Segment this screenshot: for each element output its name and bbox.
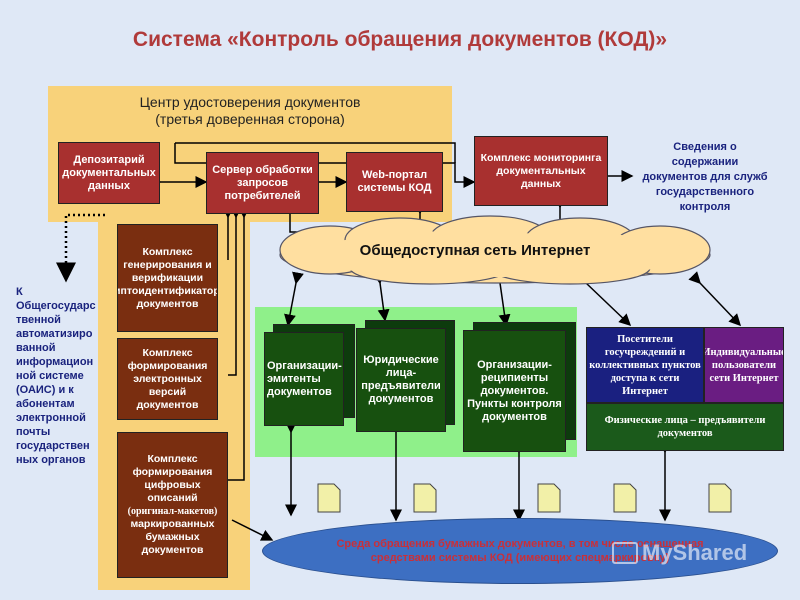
portal-box: Web-портал системы КОД [346,152,443,212]
page-title: Система «Контроль обращения документов (… [132,28,668,51]
issuers-box: Организации-эмитенты документов [264,332,344,426]
center-label-line2: (третья доверенная сторона) [155,111,345,127]
electronic-complex-box: Комплекс формирования электронных версий… [117,338,218,420]
document-icon [613,483,637,513]
cloud-label: Общедоступная сеть Интернет [359,242,591,259]
legal-box: Юридические лица-предъявители документов [356,328,446,432]
digital-complex-line2: (оригинал-макетов) [127,506,218,517]
paper-environment: Среда обращения бумажных документов, в т… [262,518,778,584]
server-label: Сервер обработки запросов потребителей [212,163,313,202]
depositary-label: Депозитарий документальных данных [62,153,156,192]
digital-complex-line3: маркированных бумажных документов [130,518,215,556]
legal-label: Юридические лица-предъявители документов [361,354,441,405]
paper-environment-label: Среда обращения бумажных документов, в т… [336,538,704,564]
server-box: Сервер обработки запросов потребителей [206,152,319,214]
document-icon [317,483,341,513]
document-icon [708,483,732,513]
document-icon [413,483,437,513]
recipients-label: Организации-реципиенты документов. Пункт… [467,358,562,423]
center-label: Центр удостоверения документов (третья д… [60,94,440,128]
physical-box: Физические лица – предъявители документо… [586,403,784,451]
portal-label: Web-портал системы КОД [357,169,432,194]
watermark-text: MyShared [642,540,748,565]
crypto-complex-box: Комплекс генерирования и верификации кри… [117,224,218,332]
monitoring-label: Комплекс мониторинга документальных данн… [480,151,602,190]
digital-complex-box: Комплекс формирования цифровых описаний … [117,432,228,578]
visitors-label: Посетители госучреждений и коллективных … [589,333,701,397]
recipients-box: Организации-реципиенты документов. Пункт… [463,330,566,452]
visitors-box: Посетители госучреждений и коллективных … [586,327,704,403]
watermark-icon [612,542,638,564]
electronic-complex-label: Комплекс формирования электронных версий… [127,346,208,411]
crypto-complex-label: Комплекс генерирования и верификации кри… [118,245,217,310]
center-label-line1: Центр удостоверения документов [139,94,361,110]
physical-label: Физические лица – предъявители документо… [604,415,766,439]
depositary-box: Депозитарий документальных данных [58,142,160,204]
monitoring-box: Комплекс мониторинга документальных данн… [474,136,608,206]
individual-label: Индивидуальные пользователи сети Интерне… [704,346,784,384]
issuers-label: Организации-эмитенты документов [267,359,342,398]
left-note: К Общегосударственной автоматизированной… [16,286,96,466]
individual-box: Индивидуальные пользователи сети Интерне… [704,327,784,403]
right-note: Сведения о содержании документов для слу… [642,141,768,213]
document-icon [537,483,561,513]
watermark: MyShared [612,540,747,566]
digital-complex-line1: Комплекс формирования цифровых описаний [132,453,213,504]
